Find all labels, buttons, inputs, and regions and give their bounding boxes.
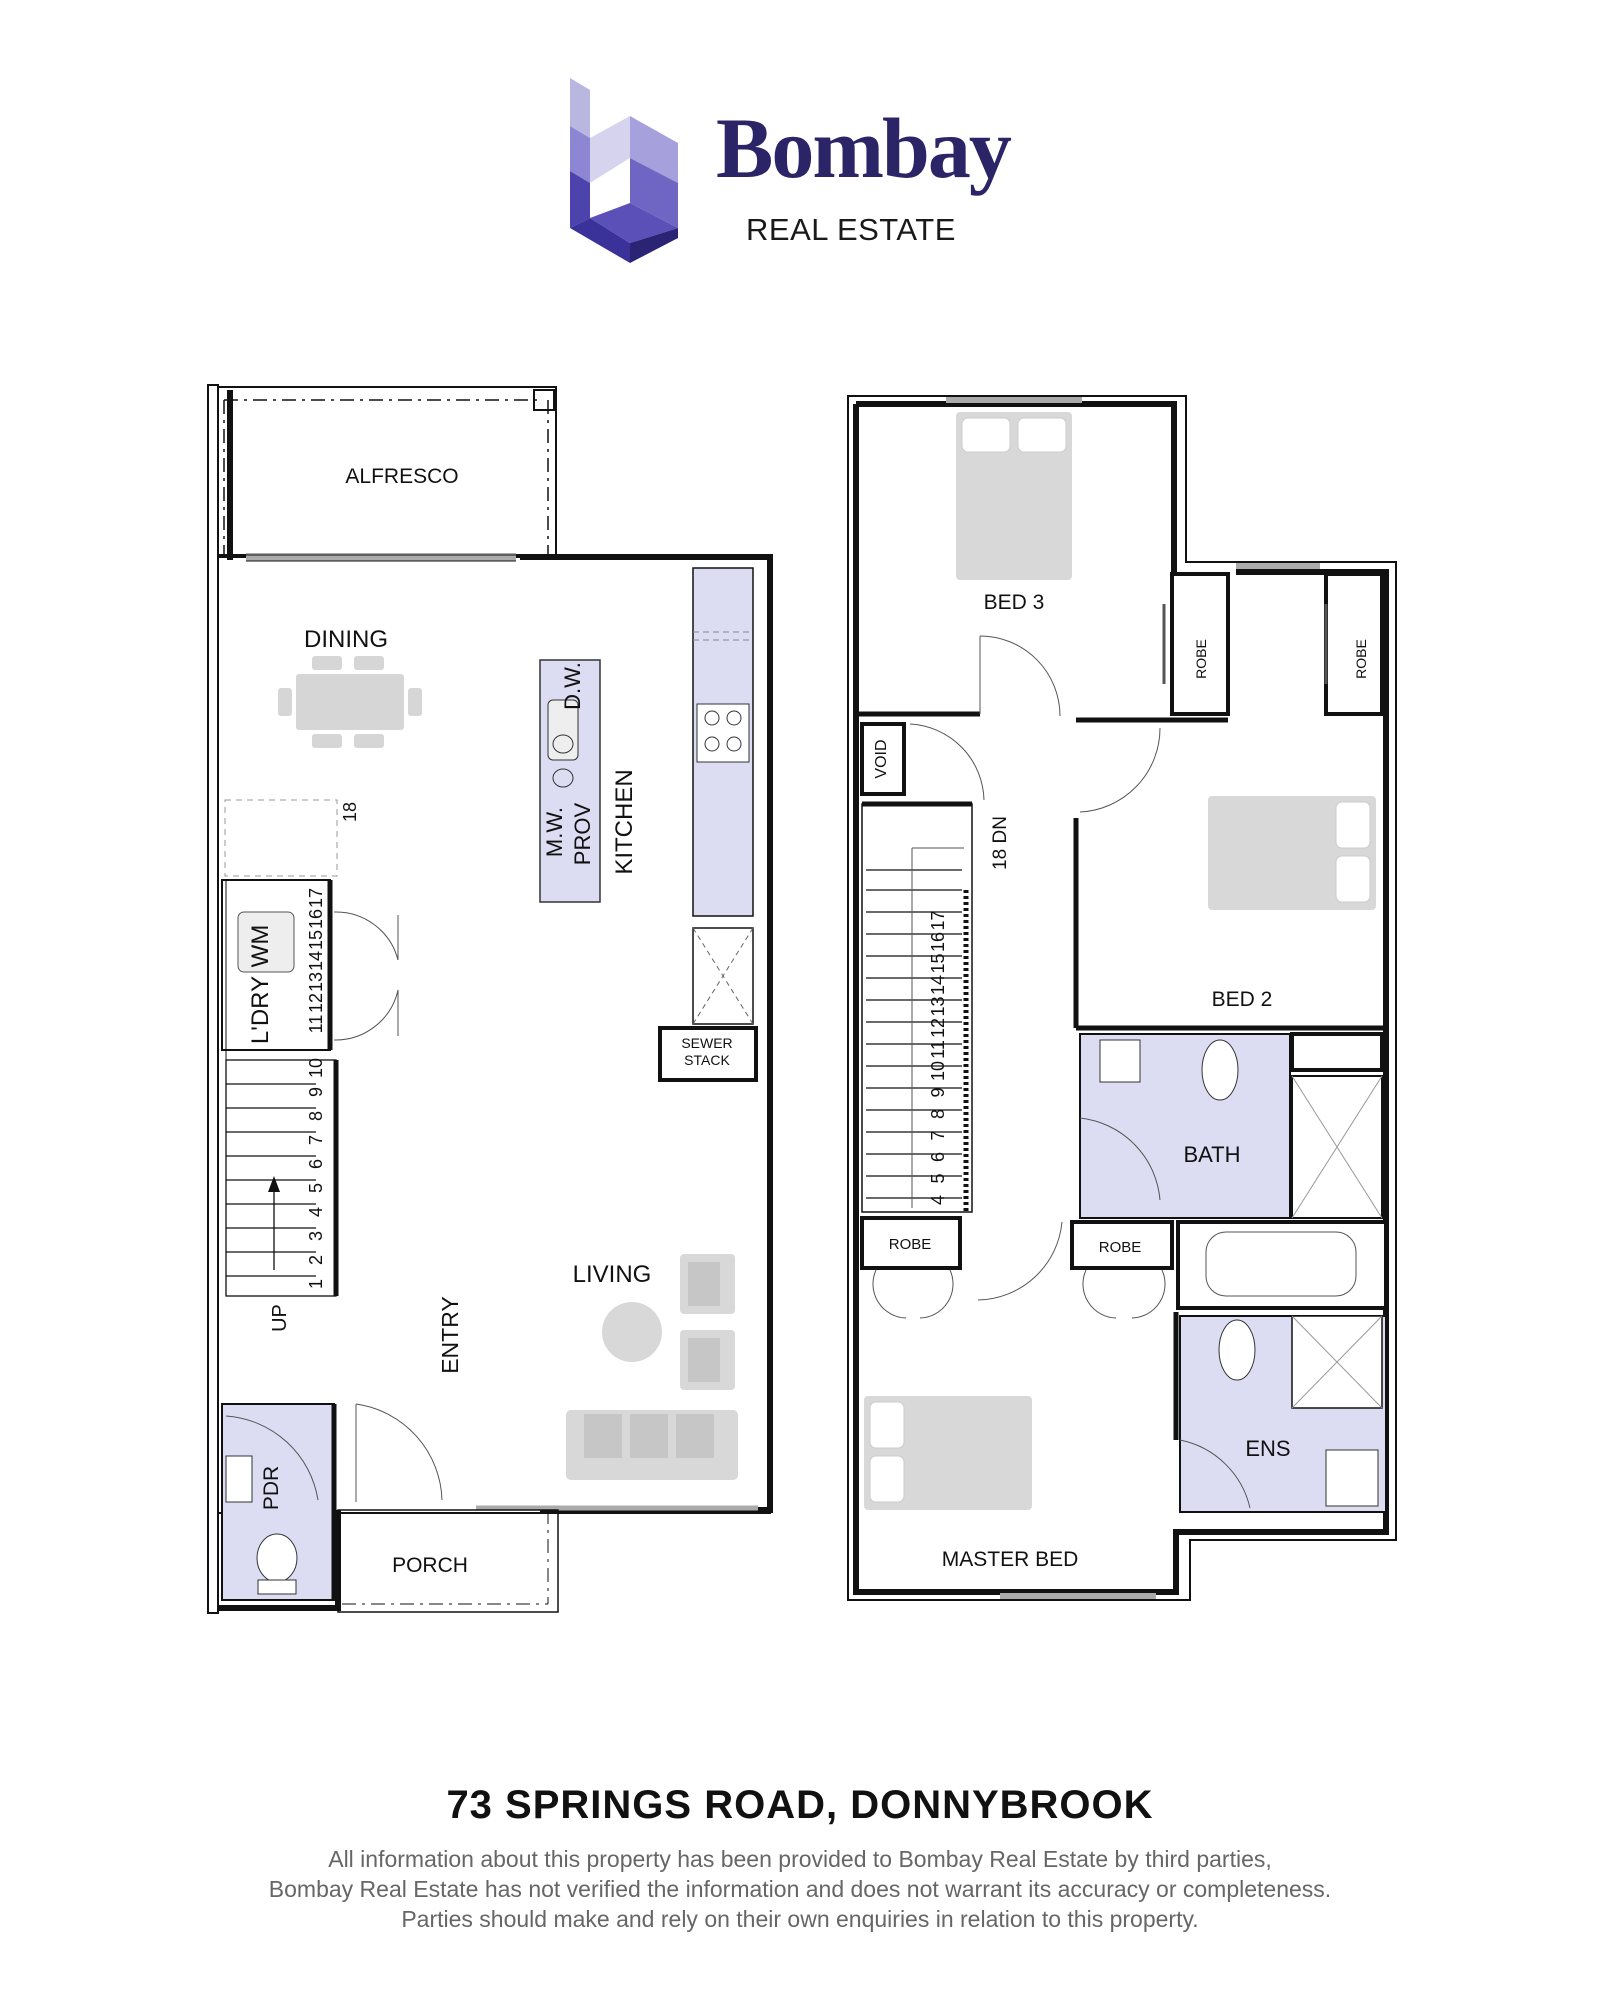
- stair-step-number: 10: [928, 1061, 948, 1081]
- room-label-entry: ENTRY: [437, 1296, 463, 1374]
- disclaimer-line-2: Bombay Real Estate has not verified the …: [268, 1876, 1332, 1902]
- living-furniture-icon: [566, 1254, 738, 1480]
- room-label-alfresco: ALFRESCO: [345, 465, 458, 488]
- stair-step-number: 7: [306, 1135, 326, 1145]
- stair-step-number: 17: [306, 888, 326, 908]
- stair-step-number: 15: [306, 930, 326, 950]
- stair-step-number: 5: [306, 1183, 326, 1193]
- stair-step-number: 8: [928, 1109, 948, 1119]
- fixture-label-microwave: M.W.: [542, 807, 567, 857]
- room-label-void: VOID: [873, 739, 890, 778]
- fixture-label-stack: STACK: [684, 1052, 730, 1068]
- fixture-label-sewer: SEWER: [681, 1035, 732, 1051]
- stair-step-number: 6: [306, 1159, 326, 1169]
- fixture-label-washing-machine: WM: [247, 925, 274, 968]
- bed3-bed-icon: [956, 412, 1072, 580]
- brand-name: Bombay: [716, 100, 1012, 196]
- property-address: 73 SPRINGS ROAD, DONNYBROOK: [446, 1783, 1154, 1827]
- room-label-dining: DINING: [304, 626, 388, 653]
- stair-step-number: 15: [928, 953, 948, 973]
- stairs-down-label: 18 DN: [990, 816, 1011, 870]
- stair-step-number: 7: [928, 1130, 948, 1140]
- stair-step-number: 9: [928, 1087, 948, 1097]
- stairs-top-label: 18: [340, 802, 360, 822]
- stair-step-number: 3: [306, 1231, 326, 1241]
- stair-step-number: 2: [306, 1255, 326, 1265]
- stairs-up-label: UP: [269, 1304, 291, 1332]
- room-label-living: LIVING: [573, 1261, 652, 1288]
- stair-step-number: 10: [306, 1058, 326, 1078]
- robe-label-bed3: ROBE: [1193, 639, 1209, 679]
- stair-step-number: 5: [928, 1173, 948, 1183]
- room-label-porch: PORCH: [392, 1554, 468, 1577]
- room-label-master-bed: MASTER BED: [942, 1548, 1079, 1571]
- stair-step-number: 8: [306, 1111, 326, 1121]
- stair-step-number: 6: [928, 1152, 948, 1162]
- room-label-laundry: L'DRY: [247, 976, 274, 1044]
- stair-step-number: 14: [306, 951, 326, 971]
- dining-table-icon: [278, 656, 422, 748]
- robe-label-master-2: ROBE: [1099, 1239, 1142, 1256]
- stair-step-number: 13: [928, 996, 948, 1016]
- stair-step-number: 11: [928, 1040, 948, 1059]
- robe-label-bed2: ROBE: [1353, 639, 1369, 679]
- fixture-label-pantry: PROV: [570, 803, 595, 866]
- stair-step-number: 14: [928, 975, 948, 995]
- stair-step-number: 13: [306, 972, 326, 992]
- stair-step-number: 17: [928, 910, 948, 930]
- room-label-bath: BATH: [1183, 1142, 1240, 1167]
- robe-label-master-1: ROBE: [889, 1236, 932, 1253]
- stair-step-number: 4: [928, 1195, 948, 1205]
- room-label-kitchen: KITCHEN: [611, 769, 638, 874]
- disclaimer-line-3: Parties should make and rely on their ow…: [401, 1906, 1199, 1932]
- bed2-bed-icon: [1208, 796, 1376, 910]
- stair-step-number: 4: [306, 1207, 326, 1217]
- disclaimer-line-1: All information about this property has …: [328, 1846, 1272, 1872]
- stair-step-number: 9: [306, 1087, 326, 1097]
- fixture-label-dishwasher: D.W.: [560, 662, 585, 710]
- room-label-bed3: BED 3: [984, 591, 1045, 614]
- stair-step-number: 11: [306, 1015, 326, 1034]
- room-label-ensuite: ENS: [1245, 1436, 1290, 1461]
- stair-step-number: 12: [928, 1018, 948, 1038]
- master-bed-icon: [864, 1396, 1032, 1510]
- brand-subtitle: REAL ESTATE: [746, 212, 956, 247]
- first-floor-plan: [847, 395, 1397, 1601]
- ground-floor-plan: [207, 384, 773, 1614]
- stair-step-number: 16: [928, 932, 948, 952]
- stair-step-number: 12: [306, 993, 326, 1013]
- stair-step-number: 1: [306, 1279, 326, 1289]
- bombay-logo-icon: [570, 78, 678, 263]
- room-label-powder: PDR: [260, 1466, 283, 1510]
- stair-step-number: 16: [306, 909, 326, 929]
- room-label-bed2: BED 2: [1212, 988, 1273, 1011]
